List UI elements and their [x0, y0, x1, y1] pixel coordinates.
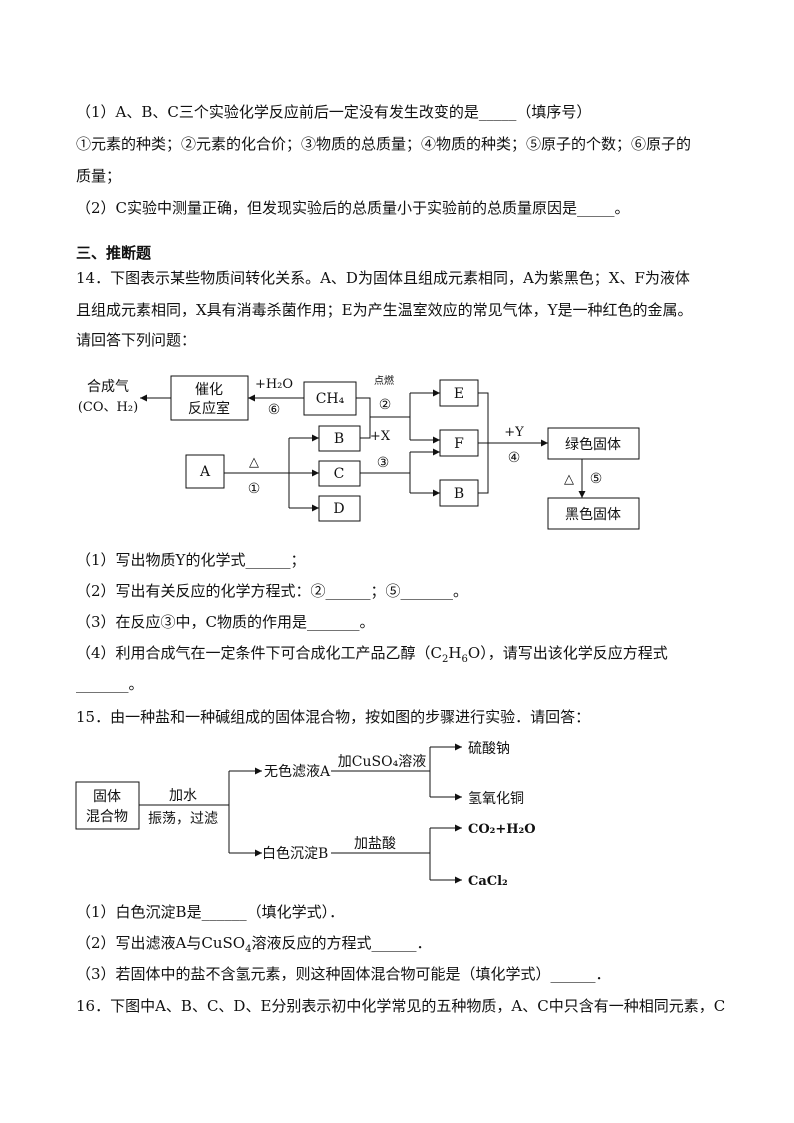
- box-c: [318, 460, 361, 487]
- q13-options-line1: ①元素的种类；②元素的化合价；③物质的总质量；④物质的种类；⑤原子的个数；⑥原子…: [76, 135, 692, 153]
- plus-h2o-label: +H₂O: [255, 377, 293, 392]
- shake-filter-label: 振荡，过滤: [148, 811, 218, 827]
- box-solid-mixture: [75, 781, 140, 830]
- cu-hydroxide-label: 氢氧化铜: [468, 791, 524, 807]
- join-ch4-b: [356, 397, 371, 439]
- add-hcl-label: 加盐酸: [354, 836, 396, 852]
- q14-sub4-text-b: ），请写出该化学反应方程式: [480, 644, 668, 662]
- syngas-label: 合成气: [87, 379, 129, 395]
- q13-options-line2: 质量；: [76, 167, 122, 185]
- q15-stem: 15．由一种盐和一种碱组成的固体混合物，按如图的步骤进行实验．请回答：: [76, 708, 591, 726]
- box-c-label: C: [334, 466, 345, 482]
- q14-sub4: （4）利用合成气在一定条件下可合成化工产品乙醇（C2H6O），请写出该化学反应方…: [76, 643, 668, 670]
- box-f-label: F: [454, 436, 464, 452]
- catalytic-reactor-line1: 催化: [195, 382, 223, 398]
- q14-sub2: （2）写出有关反应的化学方程式：②______；⑤_______。: [76, 582, 469, 600]
- box-a: [185, 454, 225, 489]
- ignite-label: 点燃: [374, 374, 394, 387]
- formula-sub6: 6: [461, 654, 468, 665]
- box-b-right-label: B: [454, 486, 464, 502]
- q15-sub2-text-a: （2）写出滤液A与CuSO: [76, 934, 246, 952]
- formula-o: O: [467, 644, 481, 662]
- step5-label: ⑤: [590, 471, 603, 487]
- heat1-label: △: [249, 455, 259, 470]
- step3-label: ③: [377, 455, 390, 471]
- syngas-formula: (CO、H₂): [78, 400, 138, 415]
- q15-sub3: （3）若固体中的盐不含氢元素，则这种固体混合物可能是（填化学式）______．: [76, 965, 611, 983]
- catalytic-reactor-line2: 反应室: [188, 400, 230, 417]
- sodium-sulfate-label: 硫酸钠: [468, 741, 510, 757]
- q16-stem: 16．下图中A、B、C、D、E分别表示初中化学常见的五种物质，A、C中只含有一种…: [76, 997, 726, 1015]
- q14-stem-line2: 且组成元素相同，X具有消毒杀菌作用；E为产生温室效应的常见气体，Y是一种红色的金…: [76, 301, 693, 319]
- box-b-left-label: B: [334, 431, 344, 447]
- black-solid-label: 黑色固体: [565, 506, 621, 523]
- co2-h2o-label: CO₂+H₂O: [468, 822, 536, 837]
- formula-h: H: [448, 644, 462, 662]
- plus-x-label: +X: [370, 429, 391, 444]
- q13-part2: （2）C实验中测量正确，但发现实验后的总质量小于实验前的总质量原因是_____。: [76, 199, 630, 217]
- box-e-label: E: [454, 386, 464, 402]
- filtrate-a-label: 无色滤液A: [264, 763, 331, 780]
- step4-label: ④: [508, 450, 521, 466]
- box-b-left: [318, 425, 361, 452]
- green-solid-label: 绿色固体: [565, 436, 621, 453]
- q14-sub1: （1）写出物质Y的化学式______；: [76, 551, 306, 569]
- plus-y-label: +Y: [504, 425, 524, 440]
- ch4-label: CH₄: [316, 391, 345, 407]
- q15-sub2-text-b: 溶液反应的方程式______．: [251, 934, 432, 952]
- q15-sub1: （1）白色沉淀B是______（填化学式）．: [76, 903, 345, 921]
- box-f: [439, 429, 479, 457]
- cacl2-label: CaCl₂: [468, 874, 508, 889]
- step2-label: ②: [379, 397, 392, 413]
- add-water-label: 加水: [169, 788, 197, 804]
- q13-part1: （1）A、B、C三个实验化学反应前后一定没有发生改变的是_____（填序号）: [76, 103, 592, 121]
- formula-sub2: 2: [442, 654, 449, 665]
- precipitate-b-label: 白色沉淀B: [262, 845, 328, 862]
- q14-sub4-text-a: （4）利用合成气在一定条件下可合成化工产品乙醇（: [76, 644, 431, 662]
- q14-stem-line1: 14．下图表示某些物质间转化关系。A、D为固体且组成元素相同，A为紫黑色；X、F…: [76, 269, 690, 287]
- step1-label: ①: [248, 481, 261, 497]
- solid-mixture-line2: 混合物: [86, 809, 128, 825]
- step6-label: ⑥: [268, 402, 281, 418]
- q14-sub4-blank: _______。: [76, 675, 144, 693]
- heat5-label: △: [564, 472, 574, 487]
- box-black-solid: [547, 497, 640, 530]
- box-a-label: A: [199, 464, 211, 480]
- q14-sub3: （3）在反应③中，C物质的作用是_______。: [76, 613, 375, 631]
- box-d: [318, 495, 361, 522]
- box-e: [439, 379, 479, 407]
- formula-c: C: [430, 644, 443, 662]
- formula-sub4: 4: [245, 944, 252, 955]
- q15-sub2: （2）写出滤液A与CuSO4溶液反应的方程式______．: [76, 933, 431, 960]
- section-heading: 三、推断题: [76, 244, 152, 262]
- box-green-solid: [547, 427, 640, 460]
- solid-mixture-line1: 固体: [93, 789, 121, 805]
- box-d-label: D: [333, 501, 344, 517]
- q14-stem-line3: 请回答下列问题：: [76, 331, 197, 349]
- add-cuso4-label: 加CuSO₄溶液: [338, 754, 426, 770]
